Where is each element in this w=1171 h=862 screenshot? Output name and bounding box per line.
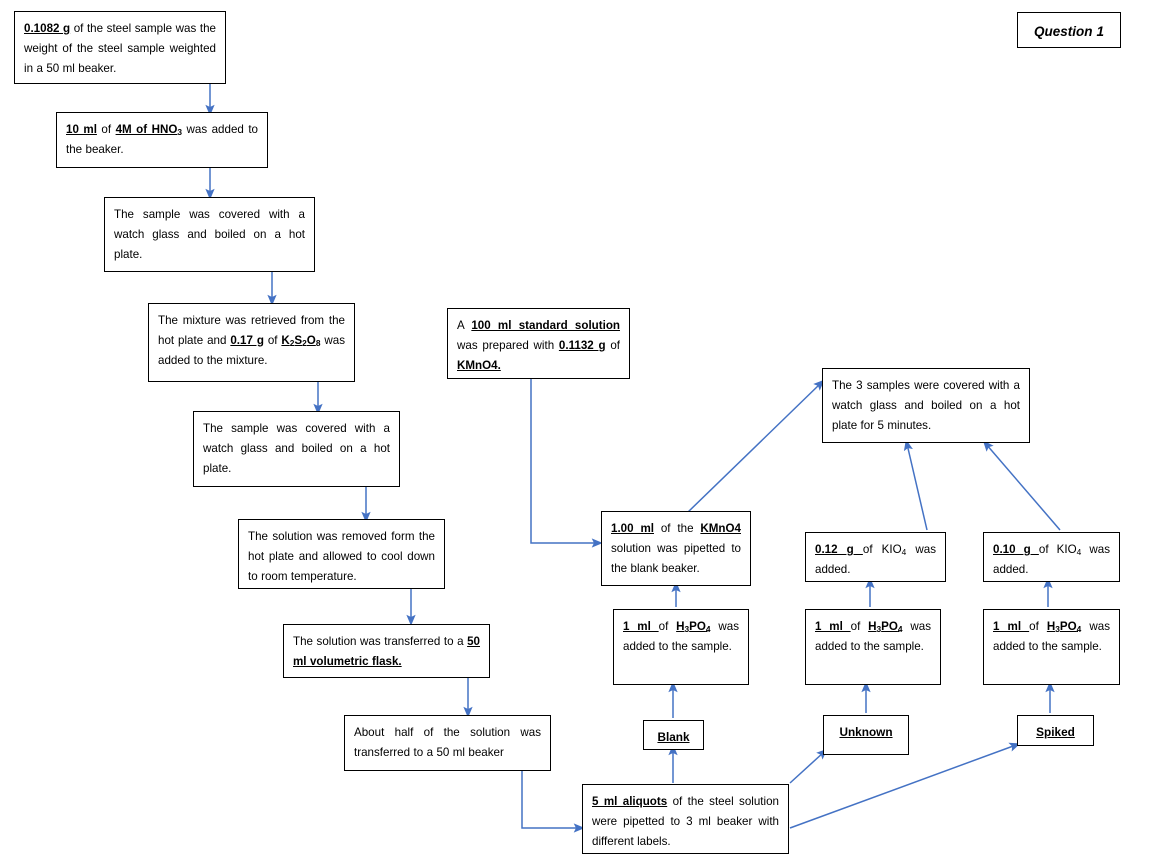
node-label-blank-text: Blank [657,730,690,744]
node-cool-down: The solution was removed form the hot pl… [238,519,445,589]
node-kio4-spiked: 0.10 g of KIO4 was added. [983,532,1120,582]
node-label-spiked-text: Spiked [1036,725,1075,739]
arrow-kio4-010-to-boil3 [982,440,1061,531]
node-h3po4-blank: 1 ml of H3PO4 was added to the sample. [613,609,749,685]
arrow-half-to-aliquots [521,771,585,833]
node-kio4-unknown-text: 0.12 g of KIO4 was added. [815,543,936,576]
node-h3po4-spiked: 1 ml of H3PO4 was added to the sample. [983,609,1120,685]
arrow-aliquots-to-unknown [789,748,828,784]
node-half-to-beaker-text: About half of the solution was transferr… [354,726,541,759]
node-h3po4-unknown-text: 1 ml of H3PO4 was added to the sample. [815,620,931,653]
node-weigh-sample: 0.1082 g of the steel sample was the wei… [14,11,226,84]
node-cover-boil-2-text: The sample was covered with a watch glas… [203,422,390,475]
node-cover-boil-1-text: The sample was covered with a watch glas… [114,208,305,261]
node-add-hno3: 10 ml of 4M of HNO3 was added to the bea… [56,112,268,168]
arrow-aliquots-to-spiked [789,742,1021,829]
node-h3po4-unknown: 1 ml of H3PO4 was added to the sample. [805,609,941,685]
node-kio4-unknown: 0.12 g of KIO4 was added. [805,532,946,582]
node-cover-boil-2: The sample was covered with a watch glas… [193,411,400,487]
arrow-kmno4-to-boil3 [686,379,825,514]
node-h3po4-spiked-text: 1 ml of H3PO4 was added to the sample. [993,620,1110,653]
node-add-k2s2o8-text: The mixture was retrieved from the hot p… [158,314,345,367]
node-kmno4-pipette-text: 1.00 ml of the KMnO4 solution was pipett… [611,522,741,575]
node-boil-3-samples-text: The 3 samples were covered with a watch … [832,379,1020,432]
node-standard-solution-text: A 100 ml standard solution was prepared … [457,319,620,372]
node-add-k2s2o8: The mixture was retrieved from the hot p… [148,303,355,382]
node-label-blank: Blank [643,720,704,750]
arrow-standard-to-kmno4 [530,379,603,548]
node-kmno4-pipette: 1.00 ml of the KMnO4 solution was pipett… [601,511,751,586]
node-volumetric-flask-text: The solution was transferred to a 50 ml … [293,635,480,668]
node-cool-down-text: The solution was removed form the hot pl… [248,530,435,583]
node-add-hno3-text: 10 ml of 4M of HNO3 was added to the bea… [66,123,259,156]
node-half-to-beaker: About half of the solution was transferr… [344,715,551,771]
node-h3po4-blank-text: 1 ml of H3PO4 was added to the sample. [623,620,739,653]
node-boil-3-samples: The 3 samples were covered with a watch … [822,368,1030,443]
node-cover-boil-1: The sample was covered with a watch glas… [104,197,315,272]
question-title-box: Question 1 [1017,12,1121,48]
node-label-unknown-text: Unknown [839,725,893,739]
node-standard-solution: A 100 ml standard solution was prepared … [447,308,630,379]
question-title-label: Question 1 [1034,24,1104,39]
node-aliquots: 5 ml aliquots of the steel solution were… [582,784,789,854]
node-weigh-sample-text: 0.1082 g of the steel sample was the wei… [24,22,216,75]
node-label-unknown: Unknown [823,715,909,755]
node-kio4-spiked-text: 0.10 g of KIO4 was added. [993,543,1110,576]
node-aliquots-text: 5 ml aliquots of the steel solution were… [592,795,779,848]
node-volumetric-flask: The solution was transferred to a 50 ml … [283,624,490,678]
node-label-spiked: Spiked [1017,715,1094,746]
arrow-kio4-012-to-boil3 [903,439,928,531]
